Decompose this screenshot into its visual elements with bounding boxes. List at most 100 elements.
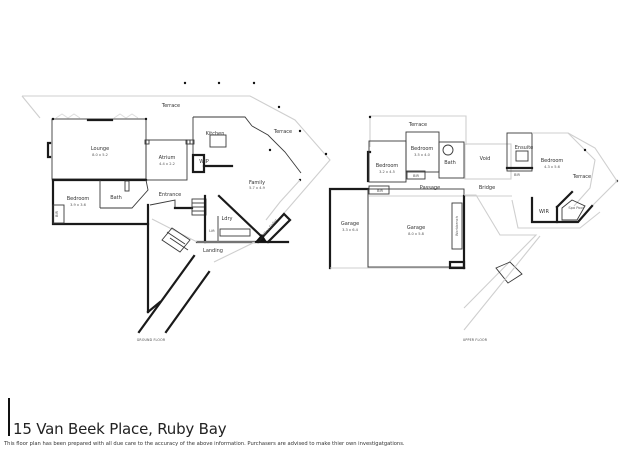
label-bedroom-ground: Bedroom: [67, 196, 90, 202]
label-landing: Landing: [203, 248, 223, 254]
terrace-post: [217, 81, 221, 85]
stair-tread: [166, 231, 186, 245]
lounge-wall-nib: [46, 141, 52, 159]
label-workbench: Workbench: [455, 216, 459, 236]
label-bath-upper: Bath: [444, 160, 456, 166]
label-bir-bedroom-1: BIR: [377, 189, 384, 193]
label-void: Void: [480, 156, 491, 162]
entrance-walls: [149, 199, 192, 209]
label-kitchen: Kitchen: [206, 131, 225, 137]
disclaimer-text: This floor plan has been prepared with a…: [4, 441, 405, 447]
bedroom-1-walls: [368, 140, 407, 183]
ground-floor-plan: [21, 81, 331, 334]
family-wall: [265, 179, 301, 221]
laundry-bench: [219, 228, 251, 237]
label-lift-ground: Lift: [209, 229, 215, 233]
bedroom-2-walls: [405, 131, 440, 173]
label-bir-bedroom-2: BIR: [413, 174, 420, 178]
label-wip: WIP: [199, 159, 208, 165]
terrace-edge: [21, 95, 41, 119]
stair-tread: [169, 237, 189, 251]
label-ldry: Ldry: [222, 216, 233, 222]
garage-1-walls: [328, 187, 370, 270]
dims-lounge: 8.0 x 5.2: [92, 153, 108, 157]
label-wir: WIR: [539, 209, 549, 215]
column: [189, 139, 195, 145]
label-spa-pool: Spa Pool: [568, 206, 583, 210]
label-terrace-east: Terrace: [273, 129, 292, 135]
label-terrace: Terrace: [161, 103, 180, 109]
upper-terrace-outline: [567, 132, 618, 209]
ramp-wall: [137, 254, 196, 334]
bedroom-walls: [51, 178, 150, 226]
bir-closet: [406, 170, 426, 180]
post: [51, 117, 55, 121]
void-area: [464, 143, 512, 180]
post: [144, 117, 148, 121]
bifold-doors: [55, 113, 81, 119]
wip-walls: [191, 153, 206, 174]
external-stair: [495, 261, 523, 284]
bifold-doors: [113, 113, 139, 119]
bir-closet: [52, 204, 65, 224]
landing-edge: [213, 241, 256, 263]
workbench: [451, 202, 463, 250]
terrace-post: [324, 152, 328, 156]
ground-floor-caption: GROUND FLOOR: [137, 338, 166, 342]
atrium-walls: [145, 139, 188, 181]
wine-cellar: [256, 212, 292, 244]
terrace-post: [252, 81, 256, 85]
footer-accent-bar: [8, 398, 10, 436]
master-bedroom-outline: [532, 132, 596, 207]
ramp-wall: [463, 235, 541, 331]
label-family: Family: [249, 180, 265, 186]
terrace-post: [277, 105, 281, 109]
label-passage: Passage: [420, 185, 440, 191]
label-master-bedroom: Bedroom: [541, 158, 564, 164]
terrace-post: [298, 129, 302, 133]
upper-terrace-outline: [369, 115, 467, 147]
upper-outline: [511, 199, 601, 229]
label-bedroom-1: Bedroom: [376, 163, 399, 169]
label-bir-ground: BIR: [55, 210, 59, 217]
spa-pool: [561, 199, 586, 221]
ensuite-walls: [506, 132, 533, 172]
vanity: [124, 180, 130, 192]
label-entrance: Entrance: [159, 192, 181, 198]
label-upper-terrace: Terrace: [408, 122, 427, 128]
label-ensuite: Ensuite: [515, 145, 534, 151]
wall-nib: [448, 260, 466, 270]
landing-outline: [151, 218, 255, 243]
label-lounge: Lounge: [91, 146, 109, 152]
upper-bath-walls: [438, 141, 465, 179]
label-bir-ensuite: BIR: [514, 173, 521, 177]
post: [583, 148, 587, 152]
dims-atrium: 4.4 x 2.2: [159, 162, 175, 166]
dims-family: 5.7 x 4.9: [249, 186, 266, 190]
ramp-wall: [164, 270, 211, 334]
label-bath-ground: Bath: [110, 195, 122, 201]
label-garage-1: Garage: [341, 221, 359, 227]
column: [144, 139, 150, 145]
property-address: 15 Van Beek Place, Ruby Bay: [13, 420, 227, 438]
terrace-outline: [22, 95, 331, 235]
ldry-diagonal-wall: [217, 194, 262, 237]
label-garage-2: Garage: [407, 225, 425, 231]
wall: [146, 300, 162, 314]
post: [268, 148, 272, 152]
dims-garage-1: 3.3 x 6.4: [342, 228, 359, 232]
label-atrium: Atrium: [159, 155, 176, 161]
bath-walls: [100, 179, 149, 209]
kitchen-walls: [193, 116, 253, 127]
dims-bedroom-1: 3.2 x 4.5: [379, 170, 395, 174]
landing-outline: [463, 194, 538, 309]
kitchen-island: [209, 134, 227, 148]
shower: [515, 150, 529, 162]
dims-bedroom-2: 3.5 x 4.0: [414, 153, 431, 157]
terrace-post: [183, 81, 187, 85]
label-upper-terrace-east: Terrace: [572, 174, 591, 180]
external-stair: [161, 227, 191, 253]
upper-floor-caption: UPPER FLOOR: [463, 338, 488, 342]
post: [368, 115, 372, 119]
